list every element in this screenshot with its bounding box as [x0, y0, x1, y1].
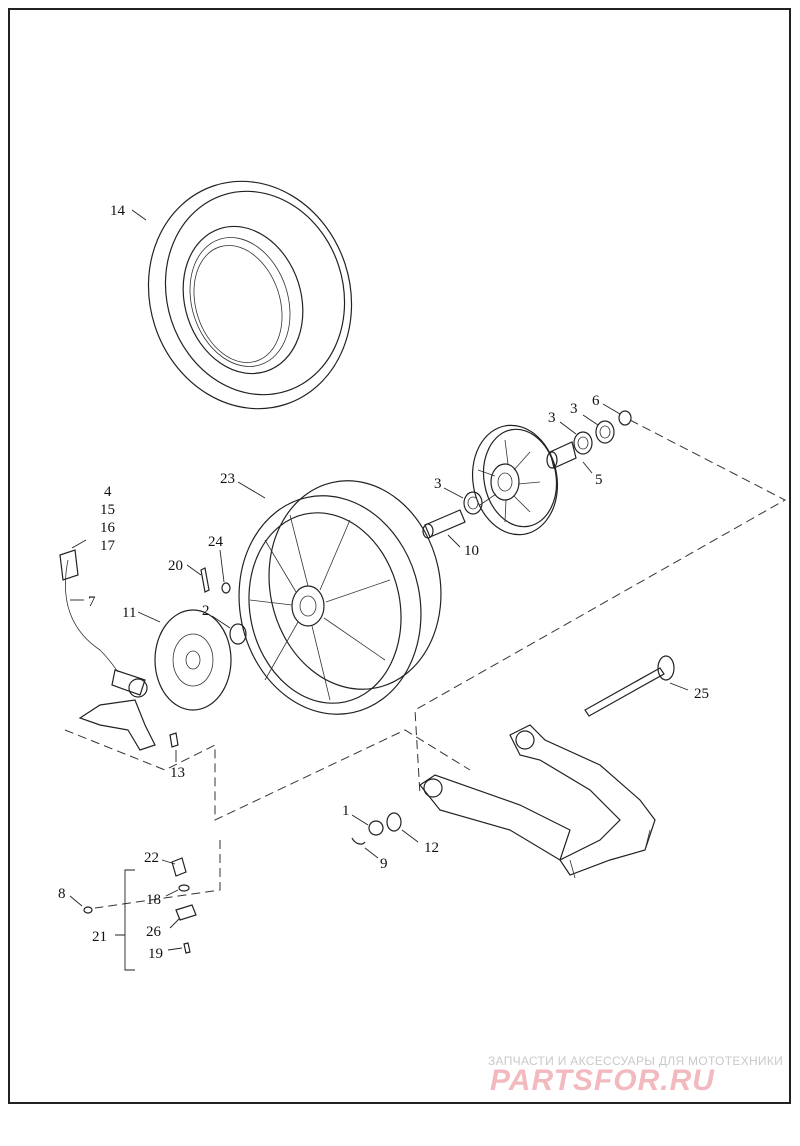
watermark-subtitle: ЗАПЧАСТИ И АКСЕССУАРЫ ДЛЯ МОТОТЕХНИКИ — [488, 1054, 784, 1068]
callout-12: 12 — [424, 840, 439, 856]
leader-lines — [69, 209, 689, 951]
callout-5: 5 — [595, 472, 603, 488]
callout-16: 16 — [100, 520, 116, 536]
callout-9: 9 — [380, 856, 388, 872]
callout-23: 23 — [220, 471, 235, 487]
callout-8: 8 — [58, 886, 66, 902]
callout-25: 25 — [694, 686, 709, 702]
small-pins — [169, 567, 231, 748]
sensor-kit — [83, 857, 197, 954]
callout-3c: 3 — [434, 476, 442, 492]
callout-18: 18 — [146, 892, 161, 908]
callout-15: 15 — [100, 502, 115, 518]
diagram-frame — [8, 8, 791, 1104]
watermark-logo: PARTSFOR.RU — [490, 1064, 715, 1097]
rear-pulley — [471, 424, 559, 536]
callout-19: 19 — [148, 946, 163, 962]
callout-21: 21 — [92, 929, 107, 945]
callout-20: 20 — [168, 558, 183, 574]
callout-6: 6 — [592, 393, 600, 409]
callout-24: 24 — [208, 534, 224, 550]
callout-10: 10 — [464, 543, 479, 559]
rear-axle — [584, 655, 675, 717]
nut-washer-clip — [351, 812, 402, 845]
callout-11: 11 — [122, 605, 136, 621]
tire — [147, 180, 353, 410]
callout-22: 22 — [144, 850, 159, 866]
swingarm — [419, 724, 656, 879]
callout-3a: 3 — [548, 410, 556, 426]
callout-4: 4 — [104, 484, 112, 500]
group-bracket-21 — [115, 869, 135, 971]
rear-wheel — [238, 480, 442, 715]
callout-13: 13 — [170, 765, 185, 781]
callout-26: 26 — [146, 924, 162, 940]
callout-7: 7 — [88, 594, 96, 610]
bearings — [422, 410, 632, 539]
callout-17: 17 — [100, 538, 116, 554]
caliper-bracket — [59, 549, 156, 751]
brake-rotor — [154, 609, 247, 711]
callout-14: 14 — [110, 203, 126, 219]
callout-1: 1 — [342, 803, 350, 819]
callout-2: 2 — [202, 603, 210, 619]
assembly-lines — [64, 419, 787, 909]
callout-3b: 3 — [570, 401, 578, 417]
